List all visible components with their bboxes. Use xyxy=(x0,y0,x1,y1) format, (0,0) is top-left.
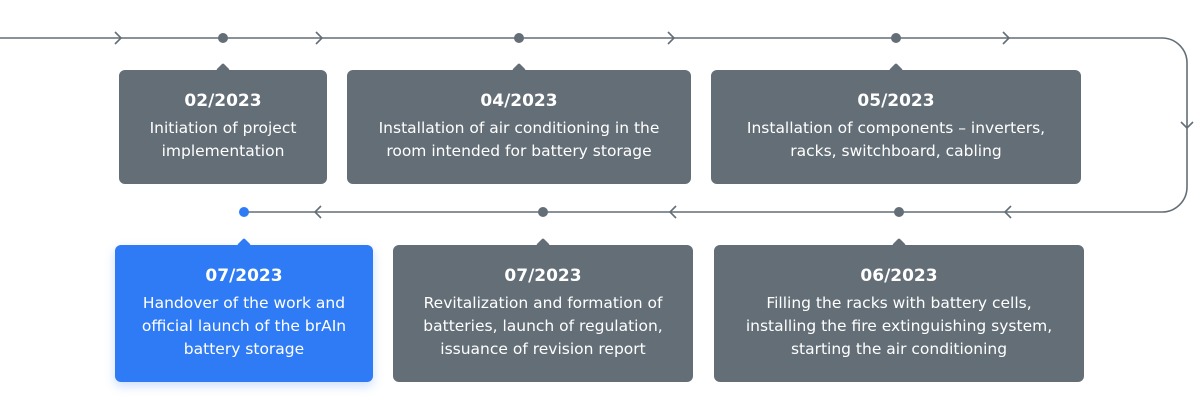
milestone-description: Handover of the work and official launch… xyxy=(141,294,347,358)
milestone-dots xyxy=(218,33,904,217)
arrow-icons xyxy=(114,31,1194,219)
milestone-card: 04/2023 Installation of air conditioning… xyxy=(347,70,691,184)
milestone-description: Filling the racks with battery cells, in… xyxy=(745,294,1053,358)
milestone-card: 07/2023 Revitalization and formation of … xyxy=(393,245,693,382)
milestone-card-current: 07/2023 Handover of the work and officia… xyxy=(115,245,373,382)
milestone-card: 05/2023 Installation of components – inv… xyxy=(711,70,1081,184)
milestone-date: 05/2023 xyxy=(857,91,935,111)
milestone-date: 06/2023 xyxy=(860,266,938,286)
milestone-description: Revitalization and formation of batterie… xyxy=(423,294,663,358)
milestone-date: 04/2023 xyxy=(480,91,558,111)
milestone-date: 07/2023 xyxy=(205,266,283,286)
milestone-date: 02/2023 xyxy=(184,91,262,111)
milestone-description: Installation of air conditioning in the … xyxy=(378,119,660,160)
milestone-date: 07/2023 xyxy=(504,266,582,286)
milestone-card: 02/2023 Initiation of project implementa… xyxy=(119,70,327,184)
milestone-card: 06/2023 Filling the racks with battery c… xyxy=(714,245,1084,382)
milestone-description: Initiation of project implementation xyxy=(149,119,297,160)
milestone-description: Installation of components – inverters, … xyxy=(746,119,1046,160)
